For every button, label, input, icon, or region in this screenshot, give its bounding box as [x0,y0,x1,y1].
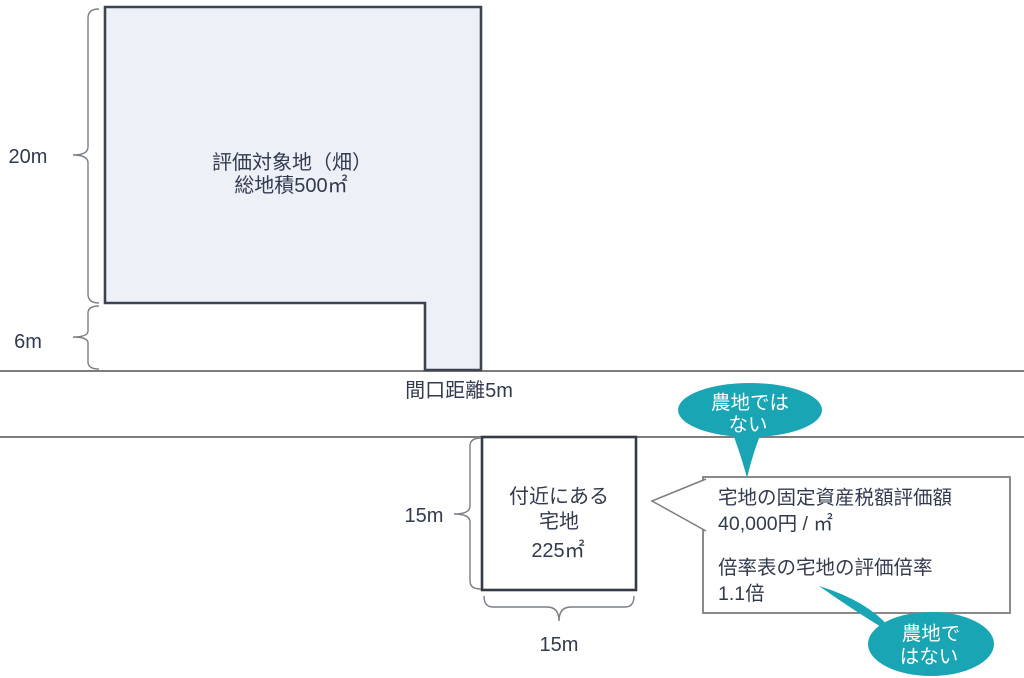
nearby-land-bottom-brace [483,595,635,622]
approach-brace [72,305,100,370]
target-land-area: 総地積500㎡ [234,173,347,197]
top-bubble-line1: 農地では [711,392,789,414]
top-bubble-line2: ない [728,414,767,436]
callout-line2: 40,000円 / ㎡ [718,512,833,535]
callout-line3: 倍率表の宅地の評価倍率 [718,557,933,579]
callout-line4: 1.1倍 [718,583,765,605]
nearby-land-name-line2: 宅地 [539,510,579,533]
callout-line1: 宅地の固定資産税額評価額 [718,487,952,509]
nearby-land-left-brace [453,437,482,590]
depth-brace [72,8,100,304]
depth-dimension-label: 20m [9,146,48,168]
target-land-name: 評価対象地（畑） [212,151,372,174]
nearby-land-left-dimension: 15m [405,505,444,527]
callout-pointer [650,478,707,532]
top-bubble [678,383,822,437]
bottom-bubble-line1: 農地で [902,623,961,645]
top-bubble-tail [730,426,763,478]
valuation-callout-box [702,476,1011,614]
bottom-bubble-line2: はない [900,646,959,668]
approach-dimension-label: 6m [14,331,42,353]
nearby-land-shape [480,435,638,592]
nearby-land-name-line1: 付近にある [509,485,609,508]
target-land-shape [103,5,483,372]
nearby-land-area: 225㎡ [531,538,584,562]
frontage-distance-label: 間口距離5m [405,379,513,402]
nearby-land-bottom-dimension: 15m [540,634,579,656]
bottom-bubble [868,612,994,676]
